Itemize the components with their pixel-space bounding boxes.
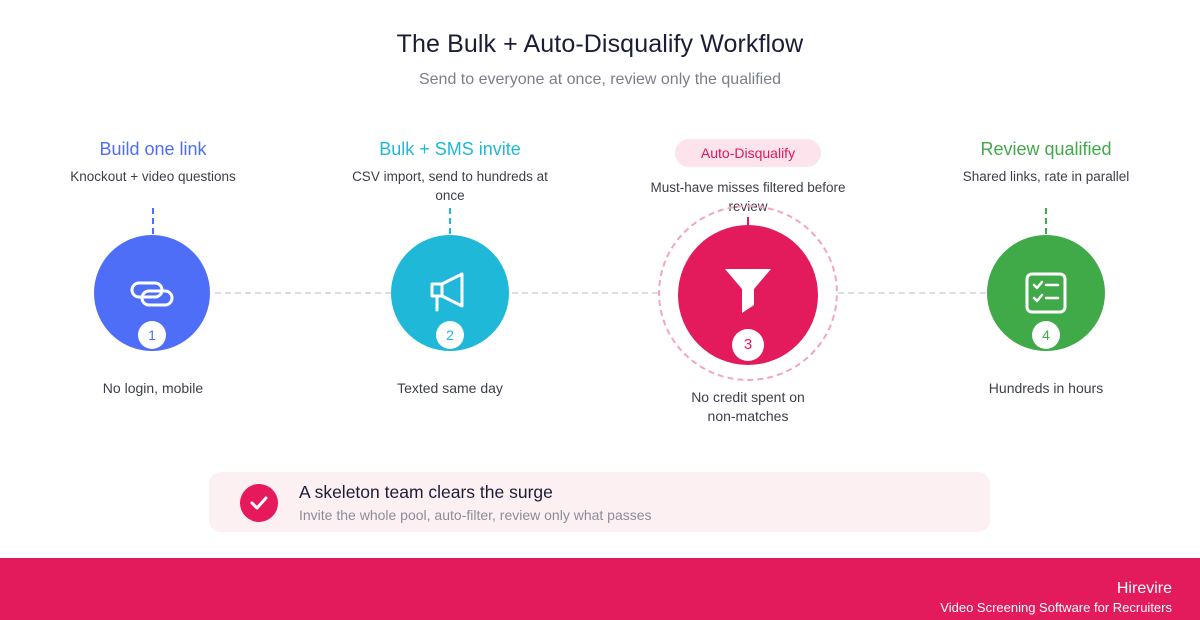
callout-subtitle: Invite the whole pool, auto-filter, revi… (299, 507, 652, 523)
megaphone-icon (430, 272, 464, 312)
step-dashed-ring (658, 205, 838, 381)
checklist-icon (1025, 272, 1067, 314)
connector-1-2 (215, 292, 391, 294)
step-circle: 3 (678, 225, 818, 365)
page-title: The Bulk + Auto-Disqualify Workflow (396, 30, 804, 58)
step-vertical-connector (152, 208, 154, 234)
step-note: No credit spent on non-matches (691, 389, 805, 424)
funnel-icon (725, 269, 771, 313)
step-number: 4 (1032, 321, 1060, 349)
link-icon (130, 281, 174, 307)
check-icon (240, 484, 278, 522)
step-circle: 1 (94, 235, 210, 351)
step-title: Build one link (99, 139, 207, 159)
step-description: Shared links, rate in parallel (962, 169, 1130, 184)
step-number: 2 (436, 321, 464, 349)
step-vertical-connector (1045, 208, 1047, 234)
step-description: Knockout + video questions (70, 169, 236, 184)
footer-bar: Hirevire Video Screening Software for Re… (0, 558, 1200, 620)
summary-callout: A skeleton team clears the surge Invite … (209, 472, 990, 532)
step-circle: 4 (987, 235, 1105, 351)
step-note: Hundreds in hours (988, 380, 1104, 396)
page-subtitle: Send to everyone at once, review only th… (418, 71, 781, 88)
connector-3-4 (838, 292, 986, 294)
step-description: CSV import, send to hundreds at once (352, 169, 548, 203)
connector-2-3 (512, 292, 658, 294)
callout-title: A skeleton team clears the surge (299, 482, 553, 502)
step-number: 1 (138, 321, 166, 349)
step-note: Texted same day (397, 380, 503, 396)
step-title-pill: Auto-Disqualify (674, 139, 822, 167)
step-title: Bulk + SMS invite (379, 139, 521, 159)
brand-name: Hirevire (1116, 580, 1172, 597)
step-vertical-connector (449, 208, 451, 234)
step-title: Review qualified (980, 139, 1112, 159)
brand-tagline: Video Screening Software for Recruiters (940, 600, 1172, 615)
step-note: No login, mobile (102, 380, 204, 396)
step-circle: 2 (391, 235, 509, 351)
step-number: 3 (732, 329, 764, 361)
